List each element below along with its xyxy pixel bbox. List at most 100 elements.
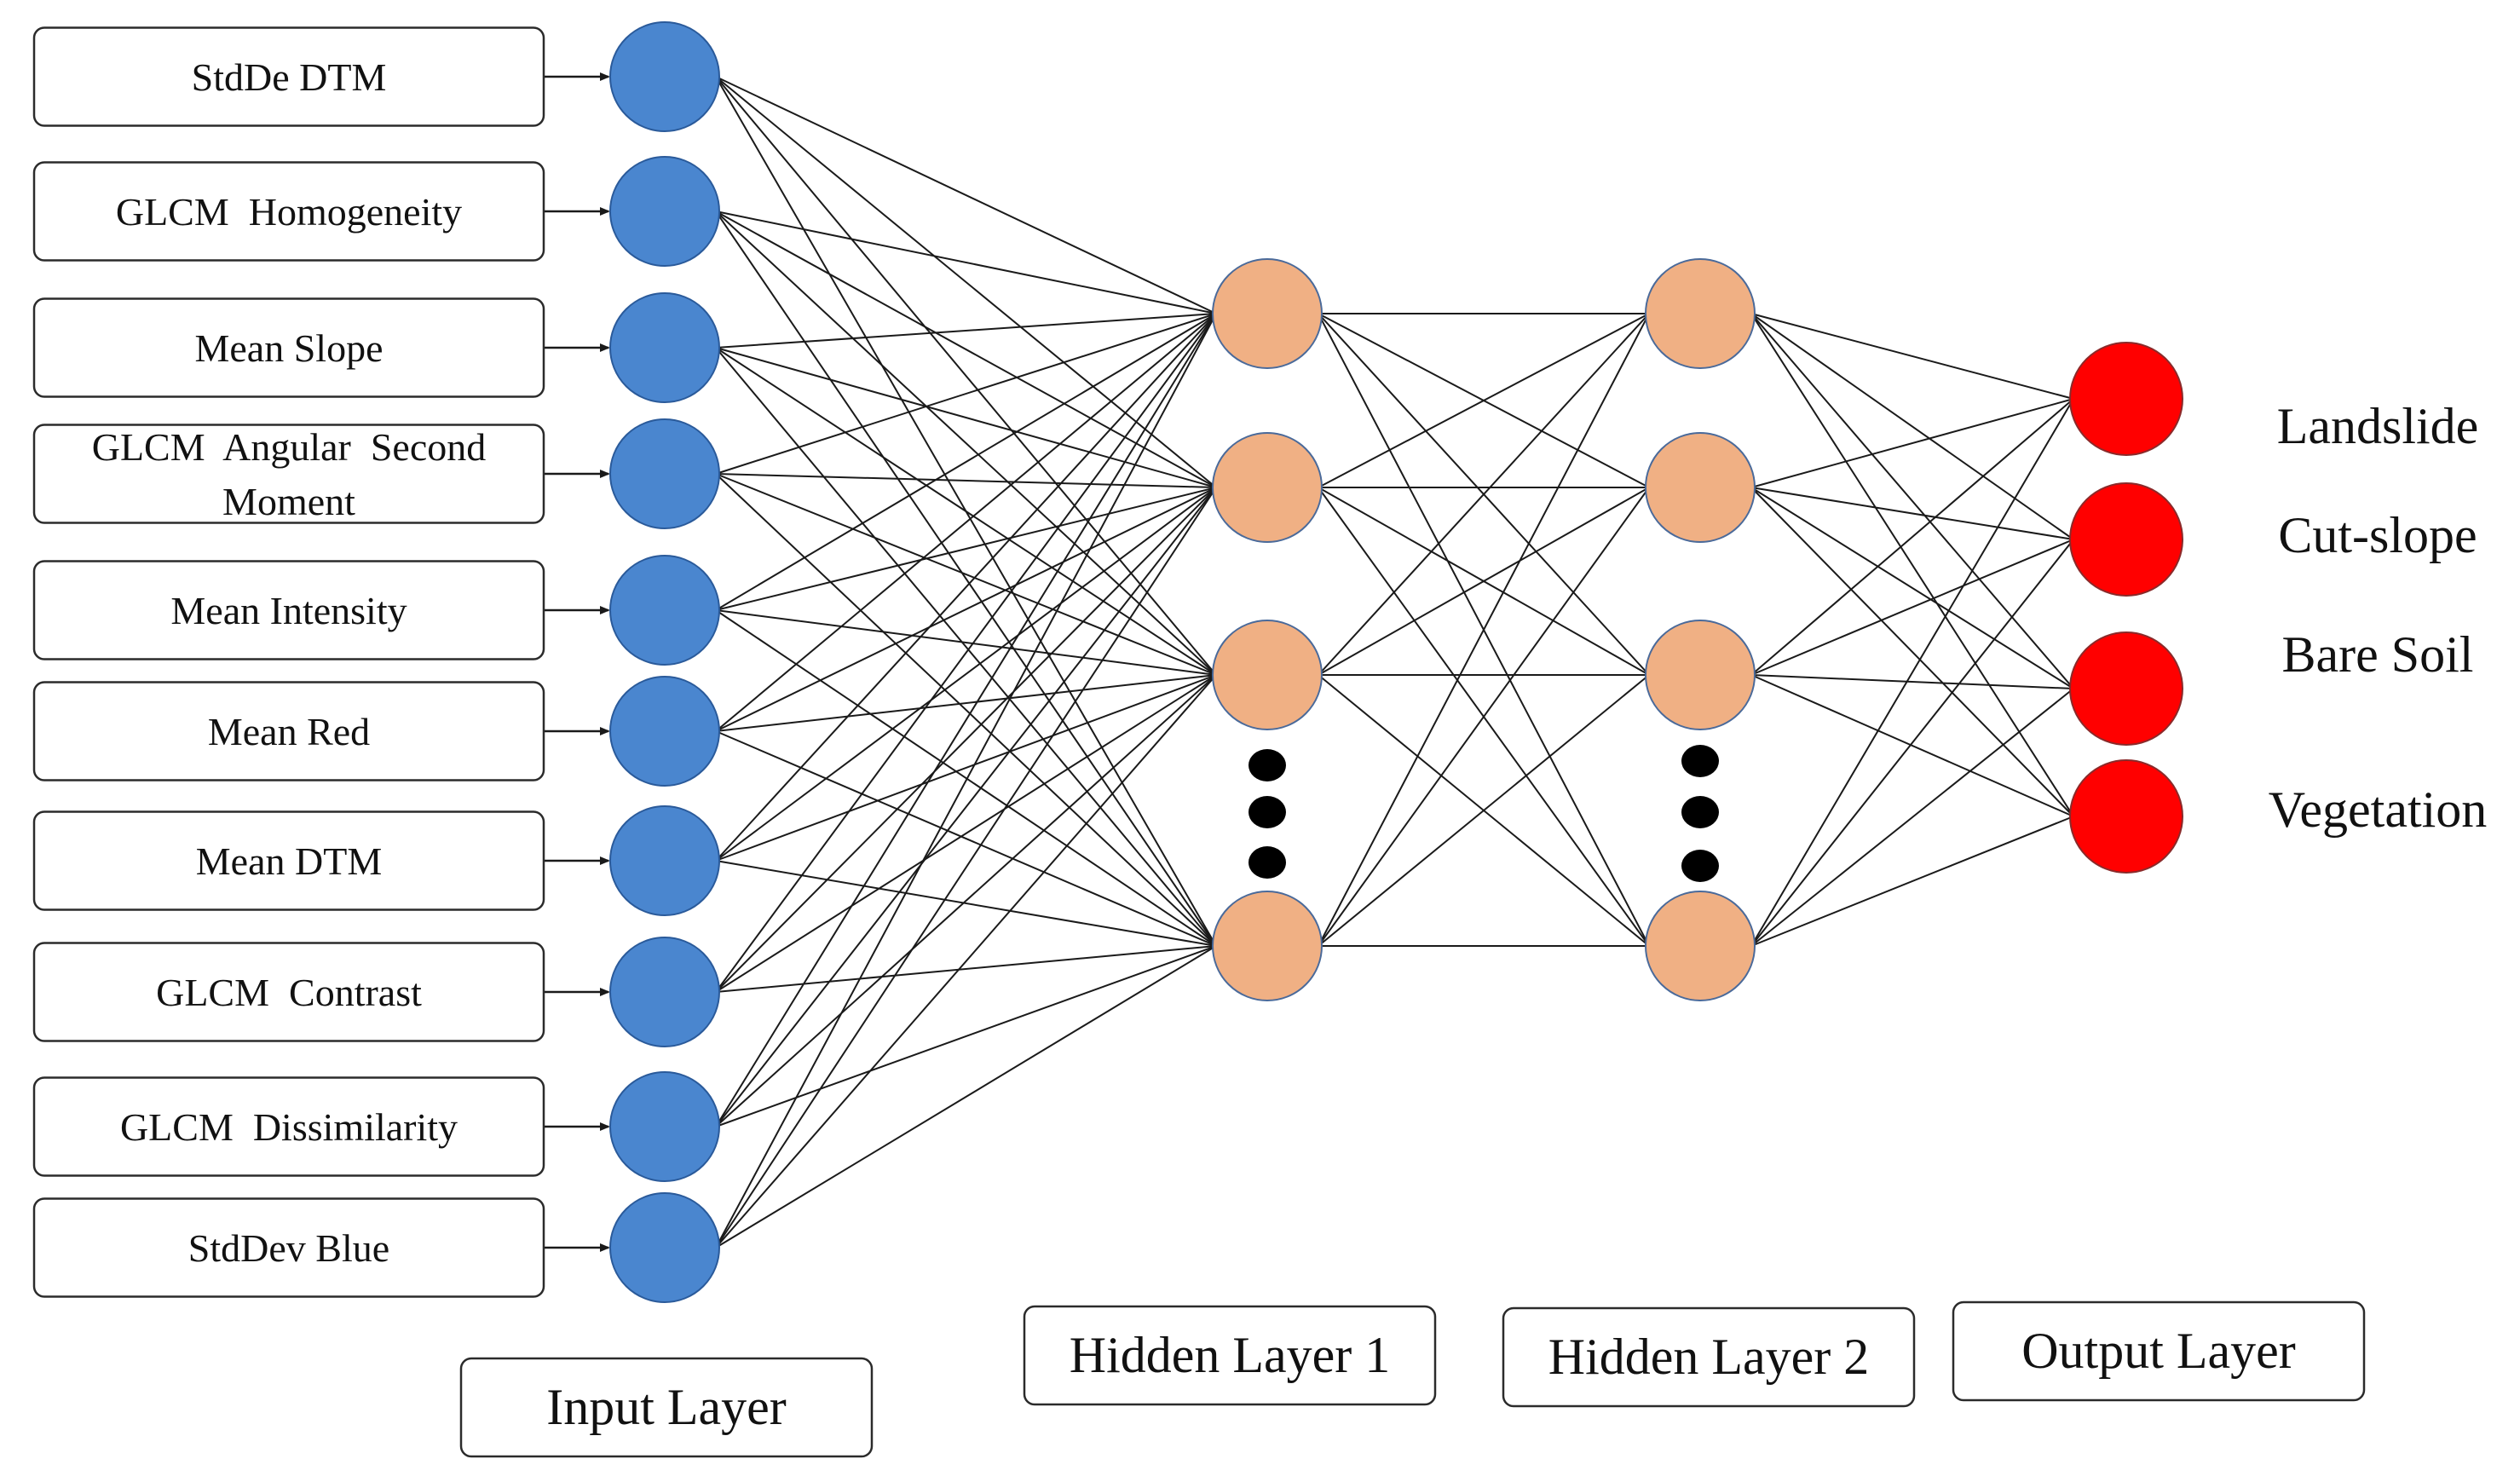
edge-input-2-h1-3 [715, 210, 1217, 676]
ellipsis-dot [1248, 749, 1286, 781]
edge-h1-3-h2-2 [1318, 487, 1650, 676]
hidden2-node [1645, 258, 1756, 369]
hidden-layer-2-label-text: Hidden Layer 2 [1548, 1329, 1870, 1385]
edge-input-6-h1-2 [715, 487, 1217, 732]
edge-h2-1-out-4 [1750, 313, 2074, 817]
feature-label: StdDe DTM [192, 55, 387, 99]
hidden-layer-1-label: Hidden Layer 1 [1023, 1305, 1437, 1406]
edge-input-6-h1-3 [715, 674, 1217, 732]
input-node [609, 1192, 720, 1303]
edge-input-2-h1-4 [715, 210, 1217, 947]
output-label: Landslide [2277, 398, 2479, 454]
input-node [609, 937, 720, 1047]
edge-input-7-h1-1 [715, 313, 1217, 862]
edge-h2-1-out-1 [1750, 313, 2074, 400]
edge-input-4-h1-1 [715, 313, 1217, 475]
input-node [609, 21, 720, 132]
hidden1-node [1212, 258, 1323, 369]
input-node [609, 676, 720, 787]
feature-box-1: StdDe DTM [32, 26, 545, 127]
edge-input-5-h1-2 [715, 487, 1217, 611]
edge-h2-3-out-4 [1750, 674, 2074, 817]
input-node [609, 1071, 720, 1182]
edge-input-9-h1-3 [715, 674, 1217, 1127]
output-layer-label: Output Layer [1952, 1300, 2366, 1402]
feature-box-6: Mean Red [32, 681, 545, 781]
edge-h2-3-out-3 [1750, 674, 2074, 689]
edge-h2-4-out-3 [1750, 688, 2074, 947]
network-nodes [609, 21, 2183, 1303]
edge-input-9-h1-2 [715, 487, 1217, 1127]
edge-input-4-h1-2 [715, 473, 1217, 488]
edge-input-2-h1-2 [715, 210, 1217, 488]
edge-h2-1-out-2 [1750, 313, 2074, 540]
feature-box-3: Mean Slope [32, 297, 545, 398]
edge-h1-4-h2-2 [1318, 487, 1650, 947]
feature-label: Moment [222, 480, 355, 523]
feature-box-5: Mean Intensity [32, 560, 545, 660]
edge-input-10-h1-4 [715, 945, 1217, 1248]
edge-h2-2-out-1 [1750, 398, 2074, 488]
output-node [2069, 342, 2183, 456]
feature-label: GLCM Angular Second [92, 425, 487, 469]
edge-h2-3-out-1 [1750, 398, 2074, 676]
feature-label: Mean Slope [194, 326, 383, 370]
edge-input-3-h1-4 [715, 347, 1217, 947]
hidden1-node [1212, 620, 1323, 730]
edge-h2-2-out-2 [1750, 487, 2074, 540]
feature-box-7: Mean DTM [32, 810, 545, 911]
edge-h2-2-out-4 [1750, 487, 2074, 817]
ellipsis-dot [1248, 846, 1286, 879]
output-layer-label-text: Output Layer [2021, 1323, 2296, 1379]
edge-h2-4-out-1 [1750, 398, 2074, 947]
output-node [2069, 631, 2183, 746]
edge-input-1-h1-2 [715, 76, 1217, 488]
edge-h2-1-out-3 [1750, 313, 2074, 689]
input-node [609, 156, 720, 267]
hidden-layer-1-label-text: Hidden Layer 1 [1070, 1327, 1391, 1383]
feature-box-10: StdDev Blue [32, 1197, 545, 1298]
feature-label: Mean Intensity [170, 589, 407, 632]
edge-h1-4-h2-3 [1318, 674, 1650, 947]
ellipsis-dots [1248, 745, 1719, 882]
edge-h1-2-h2-1 [1318, 313, 1650, 488]
edge-input-5-h1-4 [715, 609, 1217, 947]
edge-input-7-h1-2 [715, 487, 1217, 862]
edge-input-8-h1-3 [715, 674, 1217, 993]
edge-input-8-h1-4 [715, 945, 1217, 993]
input-layer-label-text: Input Layer [546, 1379, 787, 1435]
hidden2-node [1645, 891, 1756, 1001]
edge-input-5-h1-3 [715, 609, 1217, 676]
edge-input-1-h1-1 [715, 76, 1217, 314]
input-arrows [544, 72, 610, 1252]
feature-label: GLCM Homogeneity [116, 190, 462, 234]
edge-input-8-h1-1 [715, 313, 1217, 993]
edge-input-5-h1-1 [715, 313, 1217, 611]
hidden1-node [1212, 432, 1323, 543]
input-node [609, 418, 720, 529]
edge-input-6-h1-4 [715, 730, 1217, 947]
input-node [609, 292, 720, 403]
input-layer-label: Input Layer [459, 1357, 874, 1458]
edge-input-6-h1-1 [715, 313, 1217, 732]
ellipsis-dot [1681, 796, 1719, 828]
edge-input-7-h1-3 [715, 674, 1217, 862]
feature-label: GLCM Contrast [156, 971, 422, 1014]
output-label: Cut-slope [2278, 507, 2477, 563]
hidden2-node [1645, 432, 1756, 543]
edge-h2-4-out-4 [1750, 816, 2074, 947]
edge-input-3-h1-2 [715, 347, 1217, 488]
feature-label: Mean Red [208, 710, 370, 753]
feature-label: Mean DTM [196, 839, 382, 883]
hidden-layer-2-label: Hidden Layer 2 [1502, 1306, 1916, 1408]
edge-input-2-h1-1 [715, 210, 1217, 314]
connection-edges [715, 76, 2074, 1248]
edge-input-3-h1-3 [715, 347, 1217, 676]
output-node [2069, 759, 2183, 874]
ellipsis-dot [1248, 796, 1286, 828]
ellipsis-dot [1681, 850, 1719, 882]
edge-h2-3-out-2 [1750, 539, 2074, 676]
